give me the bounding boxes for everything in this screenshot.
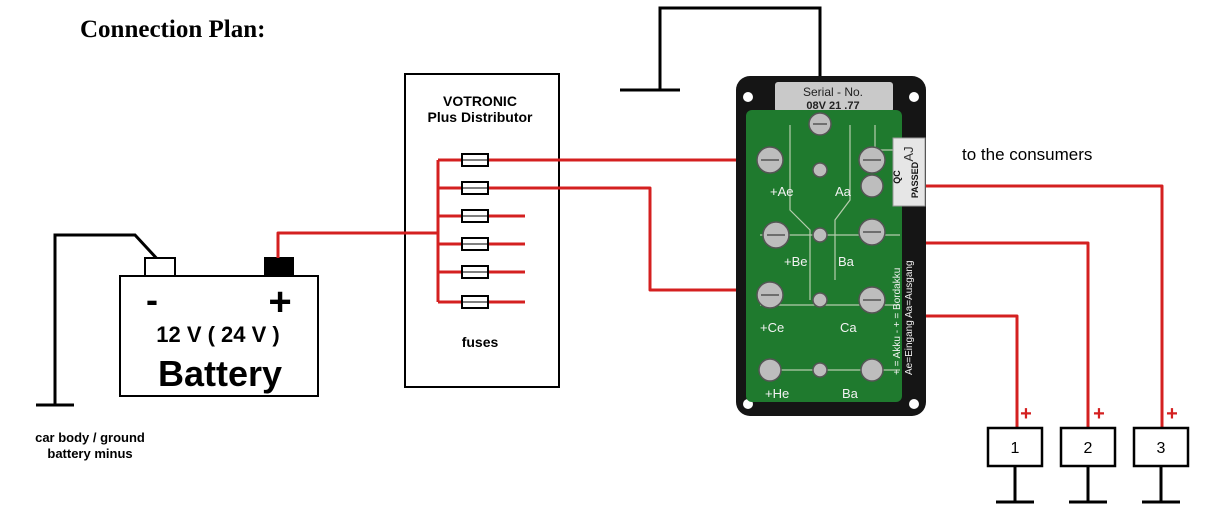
screw-terminal	[758, 358, 782, 382]
terminal-label-aa: Aa	[835, 184, 852, 199]
ground-label-line1: car body / ground	[35, 430, 145, 445]
distributor-box	[404, 73, 560, 388]
consumer-number: 3	[1157, 440, 1166, 457]
votronic-module: Serial - No. 08V 21 .77 AJ QC PASSED	[736, 76, 926, 416]
consumer-box	[1059, 426, 1117, 468]
battery-label: Battery	[158, 353, 282, 394]
serial-sticker	[775, 82, 893, 112]
battery: - + 12 V ( 24 V ) Battery	[119, 257, 319, 397]
consumer-number: 2	[1084, 440, 1093, 457]
battery-ground-wire	[36, 233, 162, 407]
screw-terminal	[812, 362, 828, 378]
battery-minus-symbol: -	[146, 279, 158, 320]
battery-body	[119, 275, 319, 397]
terminal-label-ae: +Ae	[770, 184, 794, 199]
distributor-name-line1: VOTRONIC	[443, 93, 517, 109]
consumer-number: 1	[1011, 440, 1020, 457]
terminal-label-ba: Ba	[838, 254, 855, 269]
mount-hole	[743, 92, 753, 102]
consumer-1: + 1	[986, 403, 1044, 504]
screw-terminal	[812, 227, 828, 243]
consumer-polarity: +	[1166, 403, 1178, 425]
consumer-polarity: +	[1020, 403, 1032, 425]
qc-text: QC	[892, 170, 902, 184]
fuses-label: fuses	[462, 334, 499, 350]
terminal-label-be: +Be	[784, 254, 808, 269]
qc-sticker	[892, 137, 926, 207]
terminal-label-he: +He	[765, 386, 789, 401]
consumer-box	[1132, 426, 1190, 468]
consumer-3: + 3	[1132, 403, 1190, 504]
terminal-label-ca: Ca	[840, 320, 857, 335]
consumers-label: to the consumers	[962, 145, 1092, 164]
module-legend-line1: + = Akku - + = Bordakku	[892, 268, 903, 375]
screw-terminal	[812, 162, 828, 178]
screw-terminal	[812, 292, 828, 308]
serial-label: Serial - No.	[803, 85, 863, 99]
qc-badge: AJ	[901, 146, 916, 161]
screw-terminal	[860, 358, 884, 382]
page-title: Connection Plan:	[80, 16, 265, 43]
screw-terminal	[860, 174, 884, 198]
distributor-name-line2: Plus Distributor	[427, 109, 533, 125]
module-ground-wire	[620, 6, 822, 140]
consumer-2: + 2	[1059, 403, 1117, 504]
module-legend-line2: Ae=Eingang Aa=Ausgang	[904, 260, 915, 375]
consumer-polarity: +	[1093, 403, 1105, 425]
qc-passed-text: PASSED	[910, 161, 920, 198]
battery-minus-terminal	[144, 257, 176, 277]
mount-hole	[909, 92, 919, 102]
serial-value: 08V 21 .77	[806, 100, 859, 112]
terminal-label-ba2: Ba	[842, 386, 859, 401]
ground-label-line2: battery minus	[47, 446, 132, 461]
battery-plus-terminal	[264, 257, 294, 277]
mount-hole	[909, 399, 919, 409]
terminal-label-ce: +Ce	[760, 320, 784, 335]
battery-voltage: 12 V ( 24 V )	[156, 322, 280, 347]
plus-distributor: VOTRONIC Plus Distributor fuses	[404, 73, 560, 388]
battery-plus-symbol: +	[268, 280, 291, 324]
